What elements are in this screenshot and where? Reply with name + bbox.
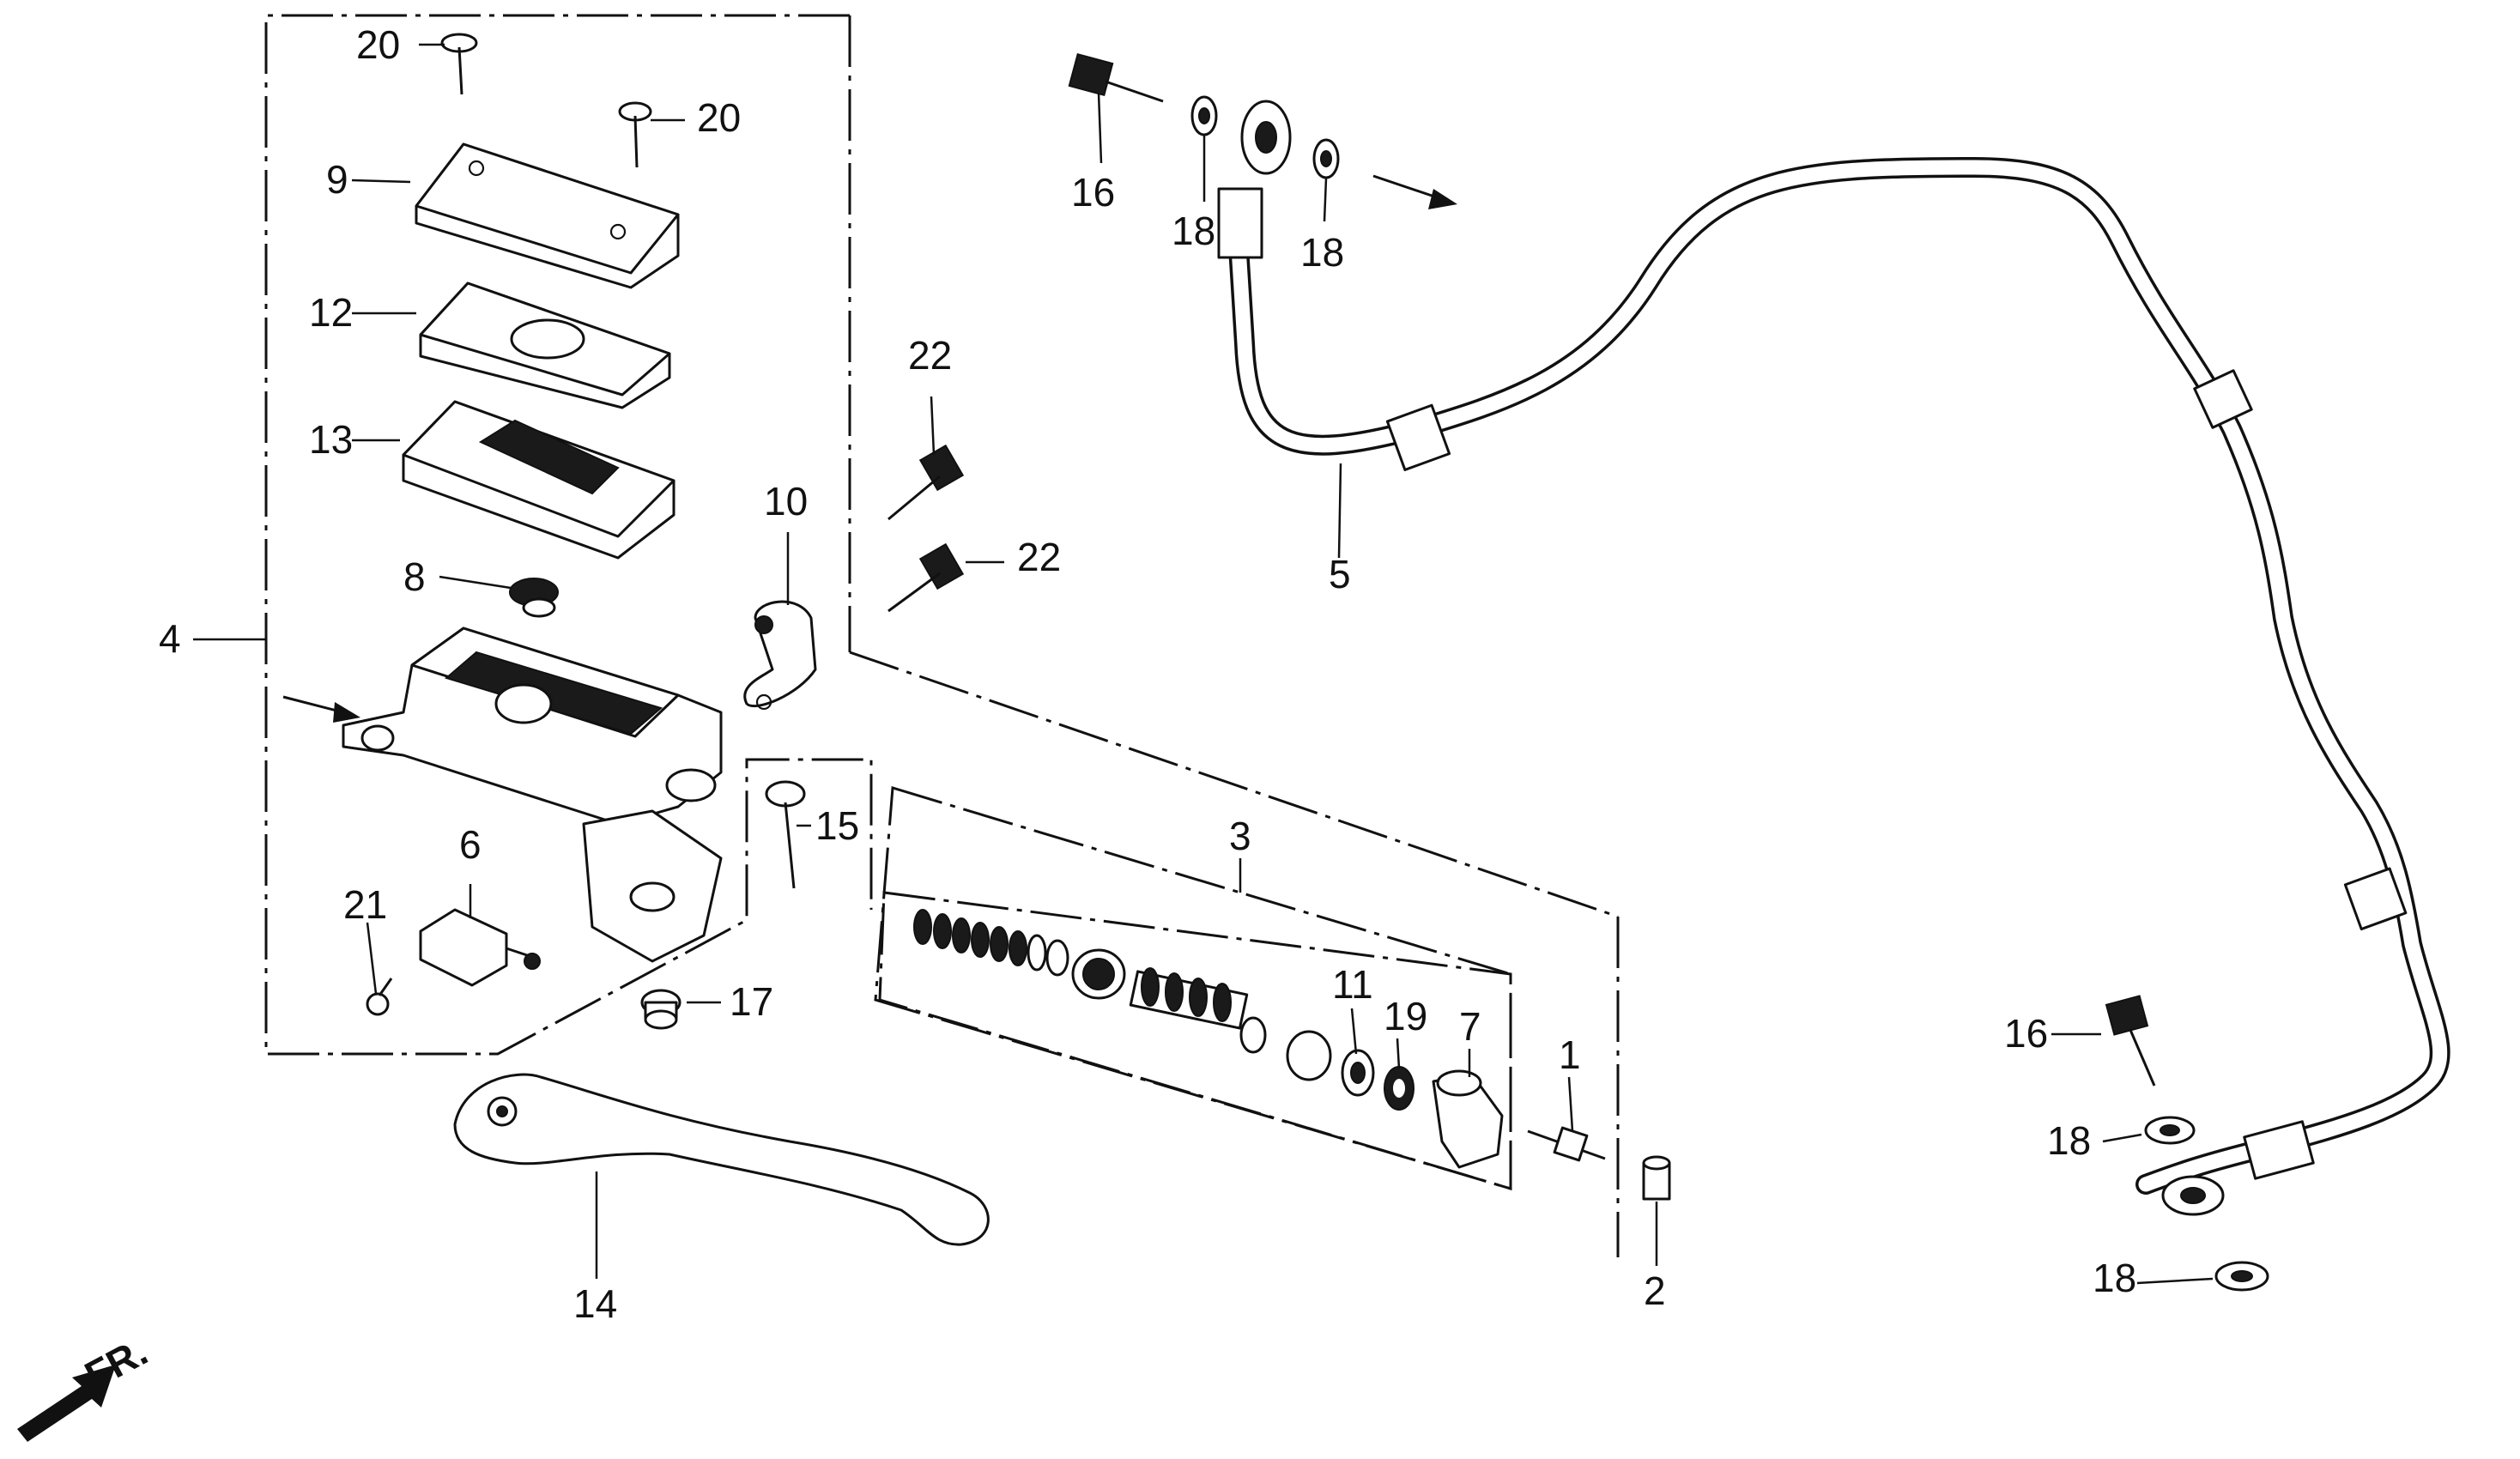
screw-21: [366, 978, 393, 1016]
label-part-6: 6: [459, 822, 482, 867]
nut-17: [640, 989, 681, 1030]
label-part-15: 15: [815, 803, 859, 848]
cap-2: [1642, 1155, 1671, 1201]
clutch-switch-6: [419, 908, 541, 987]
washer-18b: [1312, 138, 1340, 179]
bolt-22a: [887, 444, 965, 521]
label-part-21: 21: [343, 882, 387, 927]
reservoir-cap-9: [415, 142, 680, 289]
label-part-22b: 22: [1017, 535, 1061, 579]
label-part-18d: 18: [2093, 1256, 2136, 1300]
secondary-cup: [1286, 1030, 1332, 1081]
banjo-bolt-16a: [1068, 52, 1164, 103]
screw-20b: [618, 101, 652, 168]
label-part-3: 3: [1229, 814, 1251, 858]
label-part-20a: 20: [356, 22, 400, 67]
float-8: [509, 578, 559, 618]
label-part-2: 2: [1644, 1268, 1666, 1313]
hose-banjo-lower: [2161, 1175, 2225, 1216]
circlip-19: [1384, 1066, 1414, 1111]
holder-bracket-10: [743, 600, 817, 711]
washer-18c: [2144, 1116, 2196, 1145]
label-part-18c: 18: [2047, 1118, 2091, 1163]
diaphragm-13: [402, 400, 675, 560]
pivot-bolt-15: [765, 780, 806, 889]
assembly-outline-4: [264, 14, 1620, 1257]
label-part-10: 10: [764, 479, 808, 524]
washer-18a: [1190, 95, 1218, 136]
banjo-bolt-16b: [2105, 995, 2156, 1087]
label-part-20b: 20: [697, 95, 741, 140]
washer-18d: [2214, 1261, 2269, 1292]
leader-lines: [193, 43, 2214, 1285]
label-part-5: 5: [1329, 552, 1351, 596]
front-direction-arrow-icon: [17, 1365, 116, 1442]
screw-20a: [440, 33, 478, 95]
label-part-22a: 22: [908, 333, 952, 378]
clutch-hose-5: [1217, 157, 2450, 1195]
primary-cup: [1071, 948, 1126, 1000]
part-labels: 20 20 9 12 13 8 4 10 15 6 21 17 14 3 11 …: [77, 22, 2136, 1398]
label-part-7: 7: [1459, 1004, 1481, 1049]
hose-direction-arrow-icon: [1372, 174, 1457, 209]
label-part-13: 13: [309, 417, 353, 462]
label-part-18b: 18: [1300, 230, 1344, 275]
spring-piston-kit: [913, 909, 1069, 977]
push-rod-1: [1527, 1126, 1606, 1162]
label-part-12: 12: [309, 290, 353, 335]
master-cylinder-body-4: [342, 627, 723, 963]
label-part-16a: 16: [1071, 170, 1115, 215]
diaphragm-plate-12: [419, 282, 671, 409]
piston: [1129, 967, 1267, 1054]
boot-7: [1432, 1069, 1504, 1169]
label-part-16b: 16: [2004, 1011, 2048, 1056]
label-part-9: 9: [326, 157, 348, 202]
bolt-22b: [887, 542, 965, 613]
piston-kit-inner-outline: [878, 891, 1512, 1191]
label-part-11: 11: [1332, 962, 1373, 1007]
label-part-17: 17: [730, 979, 773, 1024]
washer-11: [1341, 1049, 1375, 1097]
label-part-4: 4: [159, 616, 181, 661]
clutch-lever-14: [453, 1073, 990, 1246]
label-part-14: 14: [573, 1281, 617, 1326]
label-part-19: 19: [1384, 994, 1427, 1038]
label-part-18a: 18: [1172, 209, 1215, 253]
label-part-1: 1: [1559, 1032, 1581, 1077]
flow-direction-arrow-icon: [282, 695, 360, 723]
label-part-8: 8: [403, 554, 426, 599]
hose-banjo-upper: [1240, 100, 1292, 175]
